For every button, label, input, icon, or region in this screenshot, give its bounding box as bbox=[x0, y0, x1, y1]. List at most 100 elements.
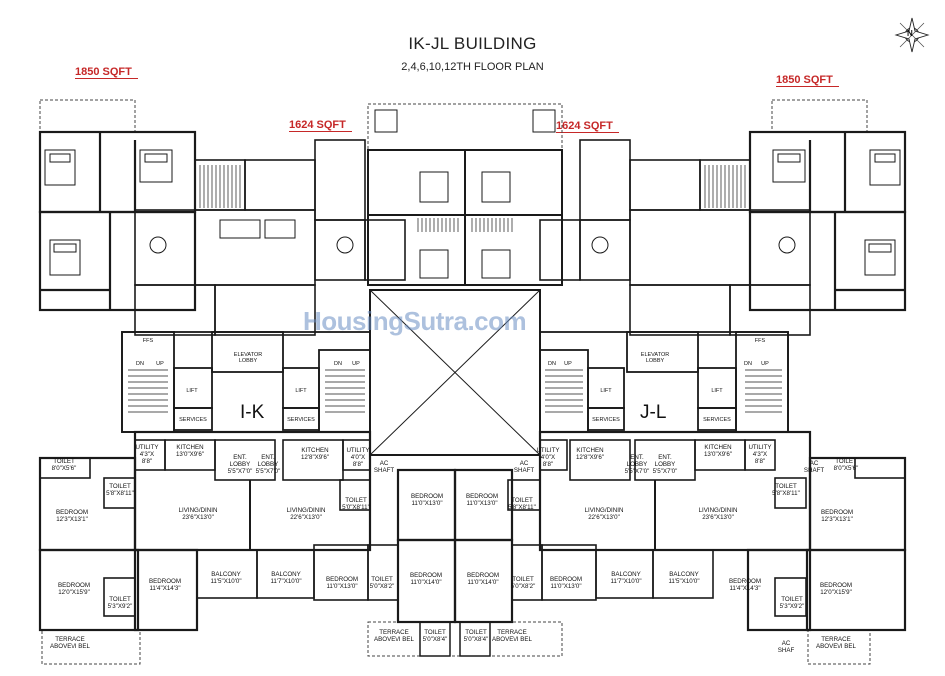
room-label-line: 5'0"X8'4" bbox=[423, 636, 448, 643]
services-label-l: SERVICES bbox=[703, 417, 731, 423]
watermark: HousingSutra.com bbox=[303, 306, 527, 336]
room-label-line: ABOVE\/I BEL bbox=[816, 643, 856, 650]
room-label-line: 11'5"X10'0" bbox=[210, 578, 241, 585]
room-label-line: SHAFT bbox=[514, 467, 535, 474]
room-label-line: KITCHEN bbox=[176, 444, 203, 451]
room-label-line: 8'0"X5'6" bbox=[52, 465, 77, 472]
room-label-line: TERRACE bbox=[821, 636, 851, 643]
room-label-line: 8'8" bbox=[353, 461, 363, 468]
room-label-line: KITCHEN bbox=[704, 444, 731, 451]
wing-label-left: I-K bbox=[240, 402, 265, 423]
room-label-line: ABOVE\/I BEL bbox=[50, 643, 90, 650]
room-label-line: TOILET bbox=[511, 497, 533, 504]
room-label-line: 11'4"X14'3" bbox=[149, 585, 180, 592]
room-label-line: 11'4"X14'3" bbox=[729, 585, 760, 592]
room-label-line: AC bbox=[520, 460, 529, 467]
room-label-line: TOILET bbox=[109, 483, 131, 490]
room-label-line: KITCHEN bbox=[576, 447, 603, 454]
room-label-line: BEDROOM bbox=[411, 493, 443, 500]
page-subtitle: 2,4,6,10,12TH FLOOR PLAN bbox=[401, 61, 544, 73]
room-label-line: UTILITY bbox=[536, 447, 559, 454]
services-label-j: SERVICES bbox=[592, 417, 620, 423]
services-label-center: SERVICES bbox=[287, 417, 315, 423]
room-label-line: 5'0"X8'4" bbox=[464, 636, 489, 643]
elevator-lobby-line: LOBBY bbox=[239, 358, 258, 364]
room-label-line: 22'6"X13'0" bbox=[588, 514, 620, 521]
room-label-line: 5'5"X7'0" bbox=[228, 468, 253, 475]
room-label-line: TERRACE bbox=[379, 629, 409, 636]
room-label-line: LIVING/DININ bbox=[179, 507, 218, 514]
area-label-right-1850: 1850 SQFT bbox=[776, 74, 839, 87]
dn-label-left: DN bbox=[136, 361, 144, 367]
up-label-2: UP bbox=[352, 361, 360, 367]
room-label-line: SHAF bbox=[778, 647, 795, 654]
room-label-line: 5'5"X7'0" bbox=[256, 468, 281, 475]
room-label-line: TOILET bbox=[345, 497, 367, 504]
room-label-line: SHAFT bbox=[804, 467, 825, 474]
room-label-line: TOILET bbox=[781, 596, 803, 603]
room-label-line: ABOVE\/I BEL bbox=[374, 636, 414, 643]
room-label-line: BEDROOM bbox=[326, 576, 358, 583]
room-label-line: 11'0"X13'0" bbox=[466, 500, 497, 507]
room-label-line: 12'3"X13'1" bbox=[56, 516, 88, 523]
room-label-line: 8'8" bbox=[755, 458, 765, 465]
room-label-line: BALCONY bbox=[211, 571, 241, 578]
room-label-line: 11'0"X13'0" bbox=[411, 500, 442, 507]
room-label-line: BEDROOM bbox=[820, 582, 852, 589]
room-label-line: 12'8"X9'6" bbox=[576, 454, 604, 461]
room-label-line: 23'6"X13'0" bbox=[182, 514, 214, 521]
room-label-line: TOILET bbox=[424, 629, 446, 636]
room-label-line: 5'3"X9'2" bbox=[108, 603, 133, 610]
lift-label-l: LIFT bbox=[711, 388, 723, 394]
up-label-left: UP bbox=[156, 361, 164, 367]
room-label-line: 11'7"X10'0" bbox=[610, 578, 641, 585]
room-label-line: AC bbox=[810, 460, 819, 467]
room-label-line: 22'6"X13'0" bbox=[290, 514, 322, 521]
compass-letter: N bbox=[907, 29, 913, 38]
room-label-line: 13'0"X9'6" bbox=[176, 451, 204, 458]
room-label-line: 8'0"X5'6" bbox=[834, 465, 859, 472]
room-label-line: TOILET bbox=[53, 458, 75, 465]
room-label-line: BEDROOM bbox=[821, 509, 853, 516]
room-label-line: 8'8" bbox=[142, 458, 152, 465]
room-label-line: 8'8" bbox=[543, 461, 553, 468]
room-label-line: 5'5"X7'0" bbox=[625, 468, 650, 475]
room-label-line: 11'0"X14'0" bbox=[410, 579, 441, 586]
room-label-line: AC bbox=[782, 640, 791, 647]
room-label-line: 23'6"X13'0" bbox=[702, 514, 734, 521]
room-label-line: BEDROOM bbox=[550, 576, 582, 583]
room-label-line: ENT. bbox=[658, 454, 672, 461]
room-label-line: TOILET bbox=[465, 629, 487, 636]
room-label-line: ENT. bbox=[630, 454, 644, 461]
room-label-line: 5'8"X8'11" bbox=[772, 490, 800, 497]
room-label-line: AC bbox=[380, 460, 389, 467]
lift-label-left: LIFT bbox=[186, 388, 198, 394]
room-label-line: KITCHEN bbox=[301, 447, 328, 454]
room-label-line: 12'8"X9'6" bbox=[301, 454, 329, 461]
